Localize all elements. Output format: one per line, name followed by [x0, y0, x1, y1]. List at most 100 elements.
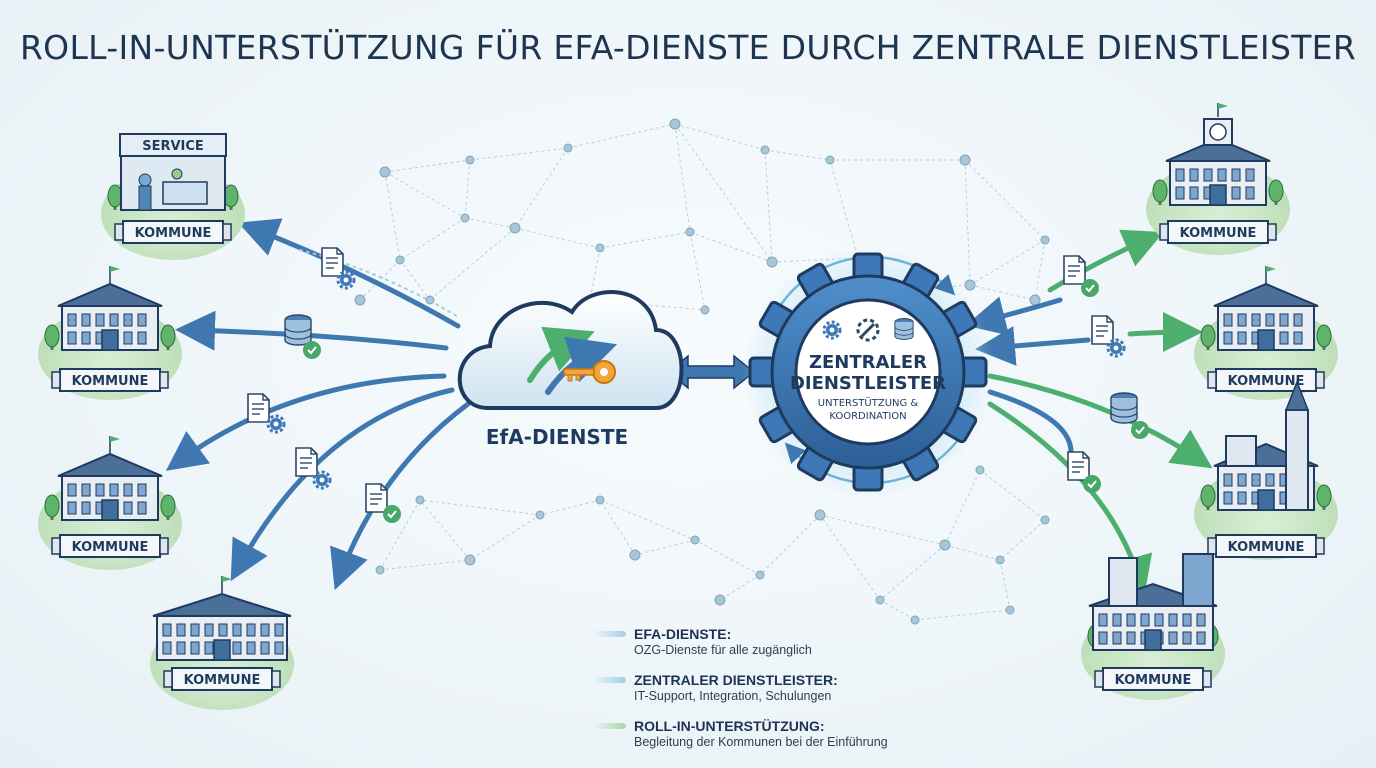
network-node	[415, 495, 425, 505]
network-node	[354, 294, 366, 306]
building-icon	[57, 436, 163, 521]
network-link	[964, 159, 1046, 241]
network-node	[535, 510, 545, 520]
network-link	[944, 544, 1001, 561]
database-icon	[894, 318, 914, 340]
kommune-label: KOMMUNE	[51, 534, 169, 558]
kommune-label-text: KOMMUNE	[184, 673, 261, 688]
network-node	[939, 539, 951, 551]
network-link	[599, 499, 696, 541]
kommune-label-text: KOMMUNE	[135, 226, 212, 241]
network-link	[719, 574, 761, 601]
network-link	[879, 544, 946, 601]
network-link	[469, 514, 541, 561]
network-link	[819, 514, 881, 601]
building-icon	[152, 576, 292, 661]
network-link	[829, 159, 859, 259]
network-link	[674, 123, 691, 233]
network-node	[375, 565, 385, 575]
network-node	[460, 213, 470, 223]
legend-desc: Begleitung der Kommunen bei der Einführu…	[634, 735, 888, 749]
network-node	[760, 145, 770, 155]
check-icon	[302, 340, 322, 360]
provider-sub-line1: UNTERSTÜTZUNG &	[818, 396, 919, 409]
network-node	[700, 305, 710, 315]
kommune-label-text: KOMMUNE	[1180, 226, 1257, 241]
document-icon	[1063, 255, 1086, 285]
kommune-label-text: KOMMUNE	[1228, 374, 1305, 389]
network-node	[975, 465, 985, 475]
database-icon	[284, 314, 312, 346]
network-link	[514, 227, 601, 249]
network-node	[964, 279, 976, 291]
document-icon	[295, 447, 318, 477]
arrow-to-kommune-4	[230, 387, 455, 582]
network-link	[674, 123, 766, 151]
network-link	[399, 217, 466, 261]
building-icon	[120, 155, 226, 211]
building-icon	[1213, 379, 1319, 511]
legend-swatch	[592, 723, 626, 729]
network-node	[595, 243, 605, 253]
network-node	[685, 227, 695, 237]
kommune-label-text: KOMMUNE	[1228, 540, 1305, 555]
arrow-to-kommune-1	[238, 218, 461, 329]
legend-title: ZENTRALER DIENSTLEISTER:	[634, 672, 838, 688]
provider-sub-line2: KOORDINATION	[829, 411, 906, 422]
network-link	[819, 514, 946, 546]
cloud-icon	[457, 290, 684, 410]
legend-swatch	[592, 631, 626, 637]
provider-gear: ZENTRALER DIENSTLEISTER UNTERSTÜTZUNG & …	[742, 246, 994, 498]
document-icon	[1067, 451, 1090, 481]
network-node	[563, 143, 573, 153]
kommune-label: KOMMUNE	[114, 220, 232, 244]
legend-swatch	[592, 677, 626, 683]
network-link	[764, 149, 773, 263]
cloud-sync-arrows-icon	[527, 326, 618, 395]
network-node	[959, 154, 971, 166]
kommune-label-text: KOMMUNE	[72, 374, 149, 389]
network-node	[766, 256, 778, 268]
building-icon	[1088, 553, 1218, 651]
arrow-to-kommune-8	[987, 373, 1213, 469]
network-link	[944, 469, 981, 546]
network-link	[1034, 239, 1046, 301]
provider-title-line1: ZENTRALER	[809, 352, 927, 373]
service-counter: SERVICE	[119, 133, 227, 157]
kommune-2: KOMMUNE	[38, 266, 182, 400]
gear-icon	[266, 414, 286, 434]
network-node	[995, 555, 1005, 565]
database-icon	[1110, 392, 1138, 424]
network-node	[910, 615, 920, 625]
network-node	[464, 554, 476, 566]
arrow-to-kommune-7	[1127, 312, 1203, 353]
building-icon	[1165, 103, 1271, 206]
document-icon	[365, 483, 388, 513]
network-link	[674, 123, 773, 263]
network-link	[379, 559, 471, 571]
wrench-gear-icon	[856, 318, 880, 342]
network-link	[979, 469, 1046, 521]
network-node	[465, 155, 475, 165]
key-icon	[563, 360, 616, 384]
network-node	[509, 222, 521, 234]
page-title: ROLL-IN-UNTERSTÜTZUNG FÜR EFA-DIENSTE DU…	[19, 28, 1357, 67]
network-node	[875, 595, 885, 605]
efa-cloud: EfA-DIENSTE	[457, 290, 684, 449]
check-icon	[1130, 420, 1150, 440]
network-link	[464, 217, 516, 229]
network-link	[379, 499, 421, 571]
network-link	[969, 239, 1046, 286]
kommune-label: KOMMUNE	[1159, 220, 1277, 244]
building-icon	[1213, 266, 1319, 351]
network-node	[379, 166, 391, 178]
network-link	[914, 609, 1011, 621]
network-link	[464, 159, 471, 219]
kommune-label: KOMMUNE	[1207, 368, 1325, 392]
network-link	[567, 123, 676, 149]
network-link	[964, 159, 971, 286]
network-node	[825, 155, 835, 165]
arrow-to-kommune-6	[1047, 229, 1164, 293]
network-node	[755, 570, 765, 580]
